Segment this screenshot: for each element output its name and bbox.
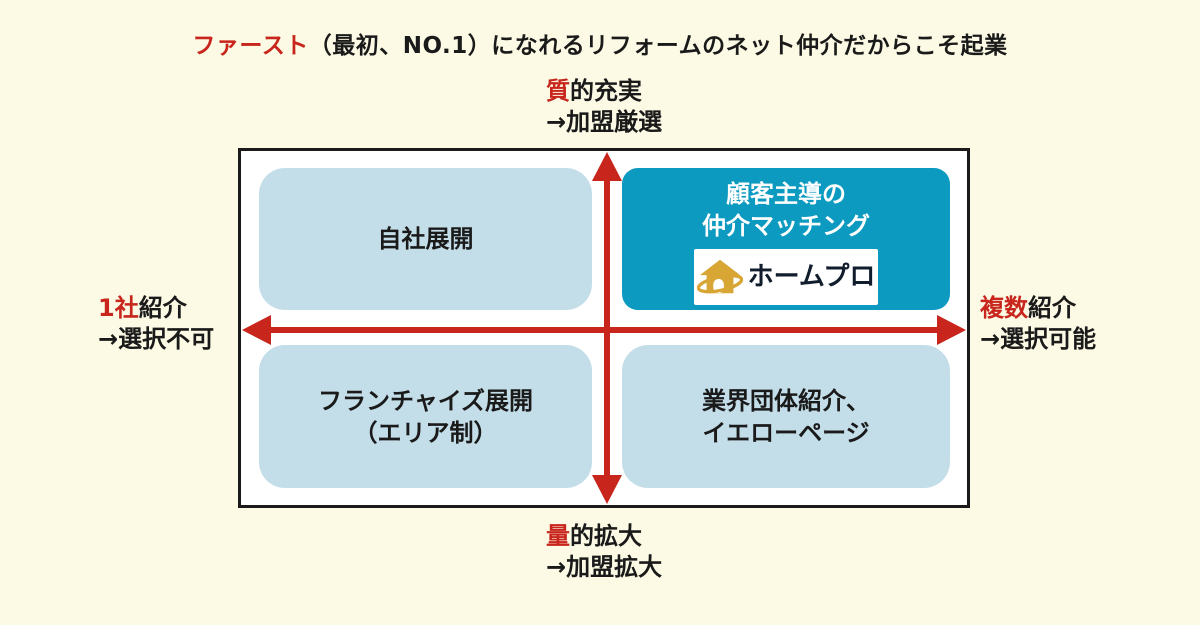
quadrant-bottom-right: 業界団体紹介、 イエローページ [622, 345, 950, 488]
quadrant-bottom-right-line2: イエローページ [702, 418, 870, 447]
axis-left-line2: →選択不可 [98, 325, 215, 353]
axis-arrows [242, 152, 966, 504]
quadrant-bottom-right-line1: 業界団体紹介、 [702, 386, 870, 415]
quadrant-top-left: 自社展開 [259, 168, 592, 310]
arrowhead-up-icon [592, 152, 622, 181]
homepro-house-icon [696, 259, 743, 294]
title-highlight: ファースト [192, 33, 309, 59]
axis-bottom-line2: →加盟拡大 [546, 553, 663, 581]
diagram-title: ファースト（最初、NO.1）になれるリフォームのネット仲介だからこそ起業 [0, 26, 1200, 60]
axis-left-line1: 1社紹介 [98, 294, 187, 322]
homepro-logo: ホームプロ [694, 249, 878, 305]
axis-top-line1: 質的充実 [546, 77, 642, 105]
axis-label-top: 質的充実 →加盟厳選 [546, 76, 662, 138]
quadrant-bottom-left: フランチャイズ展開 （エリア制） [259, 345, 592, 488]
axis-bottom-line1: 量的拡大 [546, 522, 642, 550]
quadrant-top-right-line2: 仲介マッチング [702, 212, 870, 240]
title-rest: （最初、NO.1）になれるリフォームのネット仲介だからこそ起業 [308, 33, 1008, 59]
axis-label-bottom: 量的拡大 →加盟拡大 [546, 521, 662, 583]
axis-right-line2: →選択可能 [980, 325, 1097, 353]
axis-top-line2: →加盟厳選 [546, 108, 663, 136]
axis-right-line1: 複数紹介 [980, 294, 1076, 322]
homepro-logo-text: ホームプロ [747, 262, 876, 292]
axis-label-right: 複数紹介 →選択可能 [980, 293, 1096, 355]
quadrant-top-left-label: 自社展開 [377, 225, 474, 253]
arrowhead-down-icon [592, 475, 622, 504]
horizontal-axis-arrow [242, 315, 966, 345]
arrowhead-left-icon [242, 315, 271, 345]
matrix-frame: 自社展開 顧客主導の 仲介マッチング ホームプロ フランチャイズ展開 （エリア制… [238, 148, 970, 508]
quadrant-top-right: 顧客主導の 仲介マッチング ホームプロ [622, 168, 950, 310]
arrowhead-right-icon [937, 315, 966, 345]
quadrant-top-right-line1: 顧客主導の [726, 180, 846, 208]
quadrant-bottom-left-line2: （エリア制） [353, 418, 498, 447]
quadrant-bottom-left-line1: フランチャイズ展開 [317, 386, 534, 415]
axis-label-left: 1社紹介 →選択不可 [98, 293, 214, 355]
